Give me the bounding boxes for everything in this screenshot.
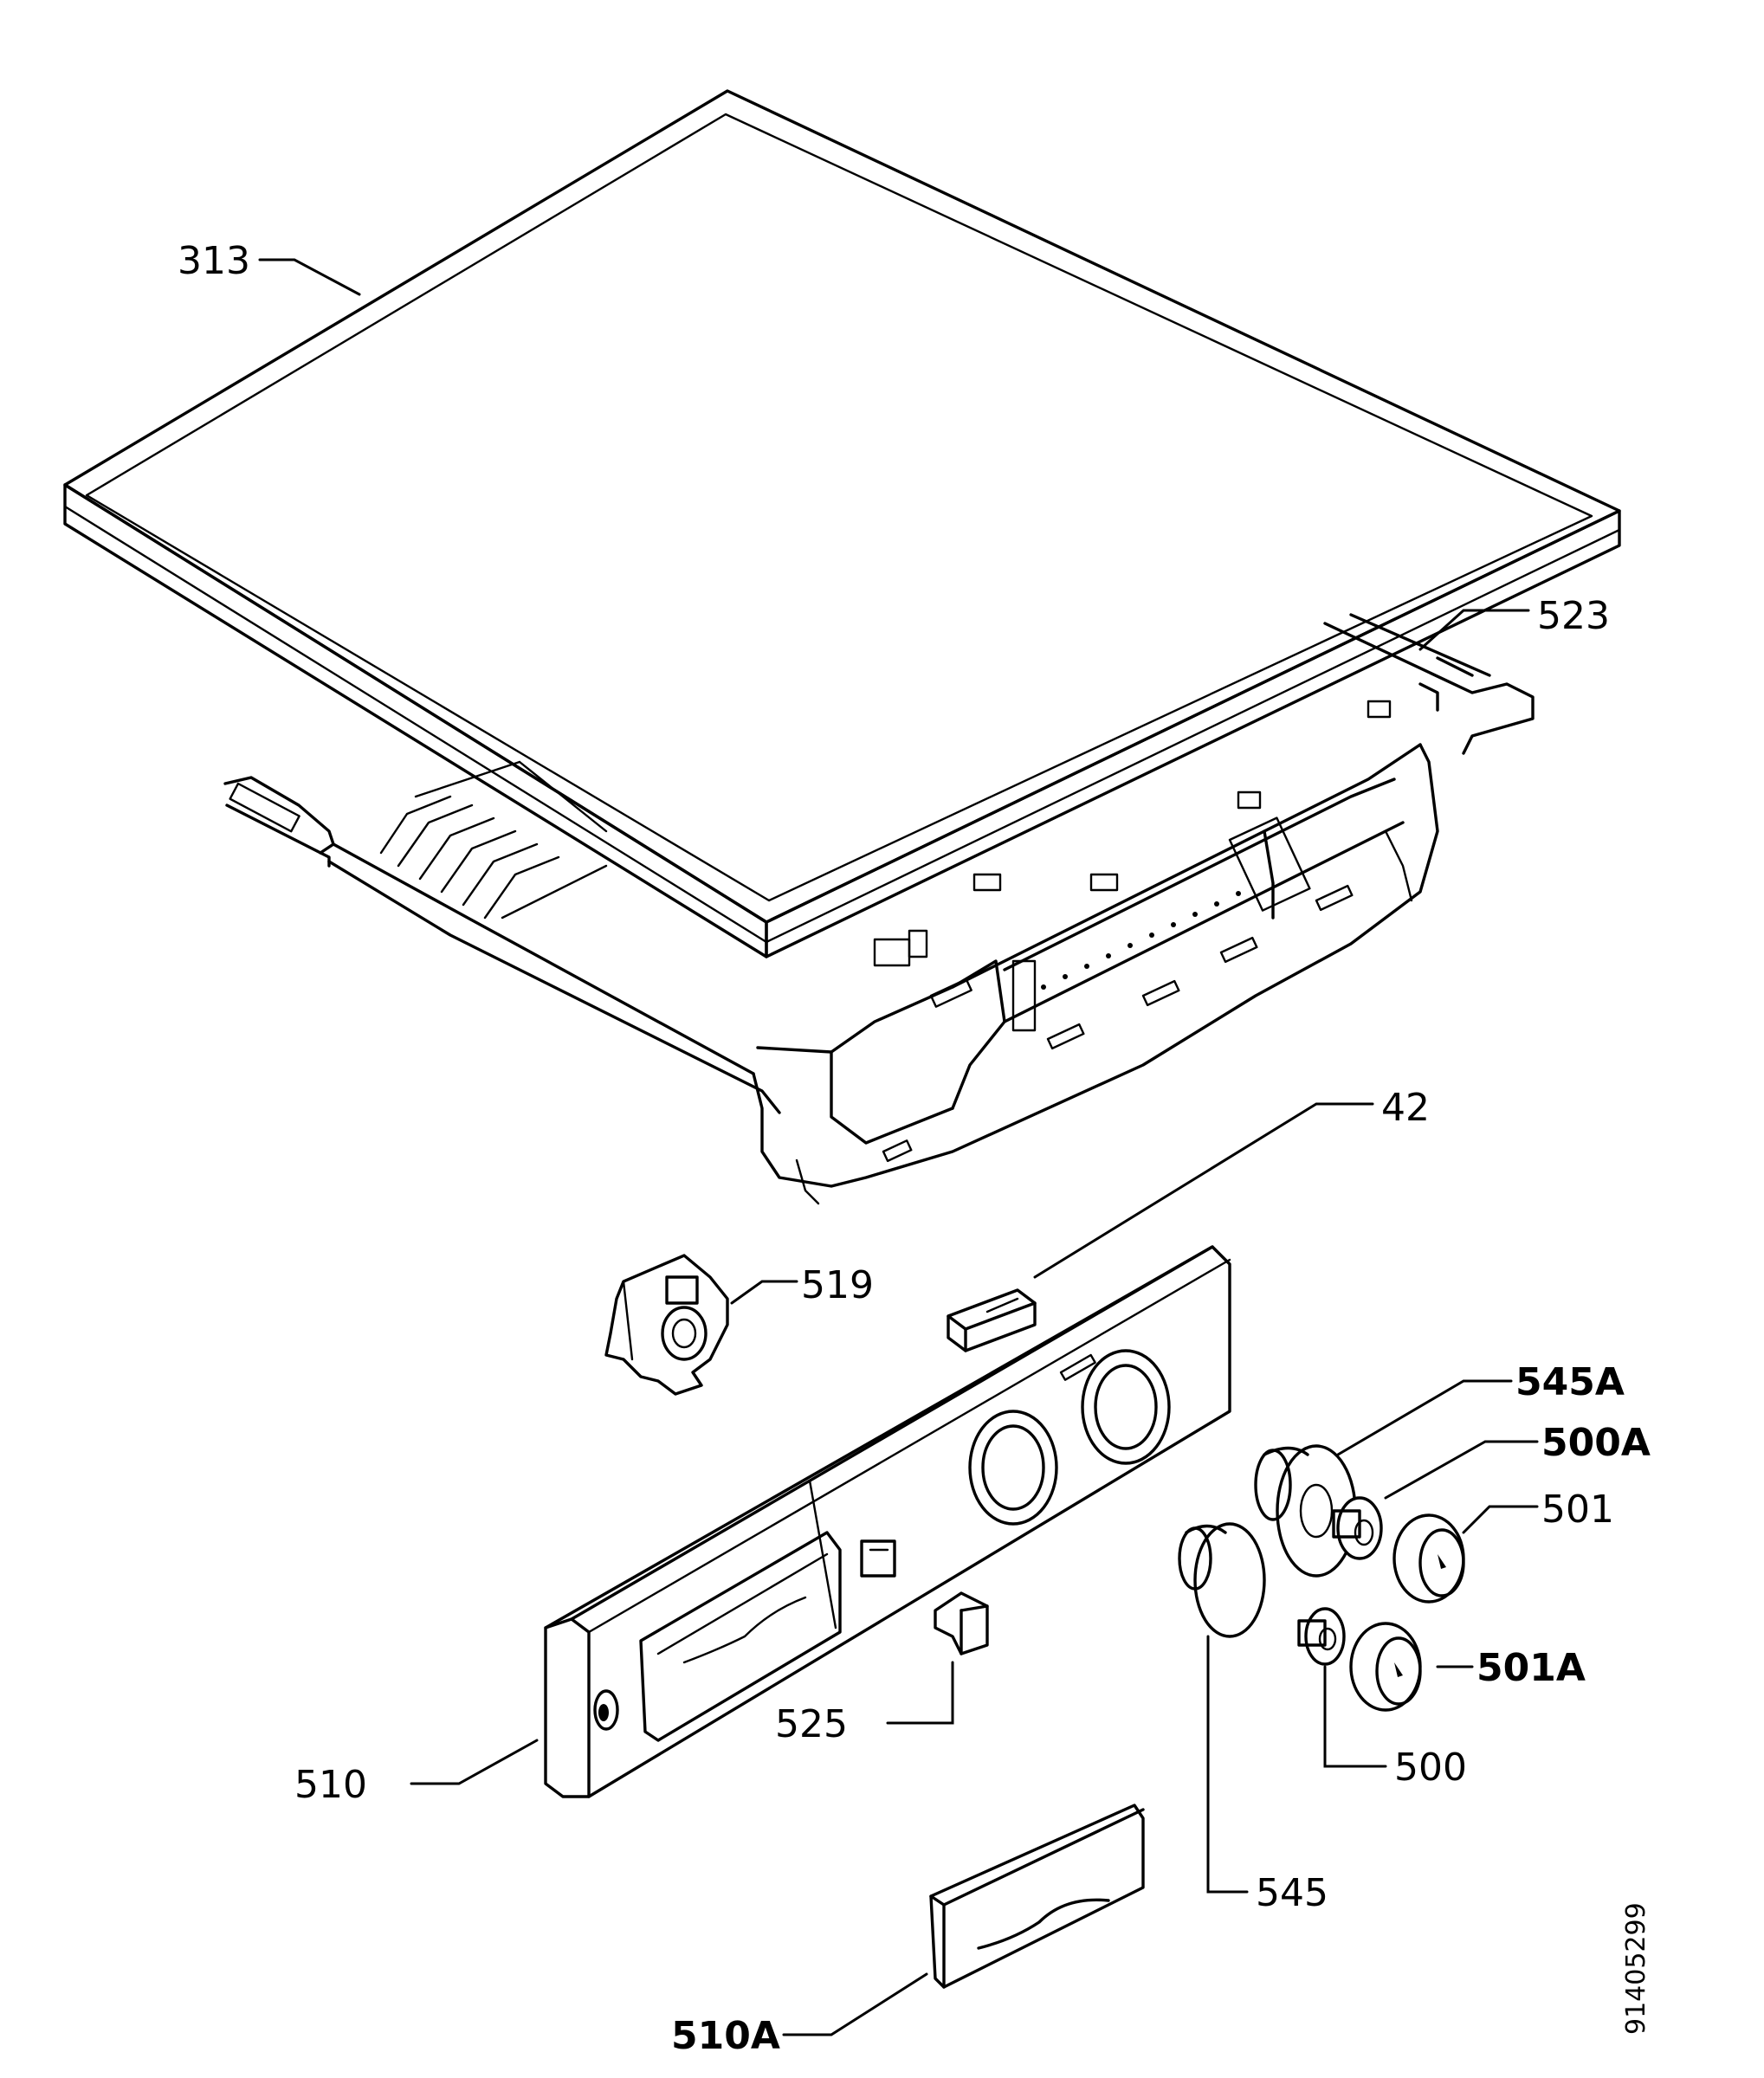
label-519: 519 bbox=[801, 1263, 874, 1307]
flange-545 bbox=[1178, 1522, 1266, 1638]
label-501: 501 bbox=[1541, 1488, 1614, 1532]
label-500A: 500A bbox=[1541, 1421, 1651, 1465]
control-panel-frame-523 bbox=[223, 613, 1535, 1205]
document-number: 91405299 bbox=[1621, 1902, 1651, 2035]
label-525: 525 bbox=[775, 1702, 848, 1746]
label-510: 510 bbox=[294, 1763, 367, 1807]
shaft-500 bbox=[1297, 1607, 1346, 1666]
label-545A: 545A bbox=[1515, 1360, 1625, 1404]
clip-525 bbox=[934, 1591, 989, 1655]
top-cover-313 bbox=[63, 89, 1621, 958]
leader-lines bbox=[258, 258, 1539, 2036]
front-control-panel-510 bbox=[544, 1245, 1231, 1798]
label-510A: 510A bbox=[671, 2014, 780, 2058]
rivet-dots bbox=[1041, 891, 1241, 990]
label-313: 313 bbox=[178, 239, 250, 283]
vent-slots bbox=[379, 760, 608, 920]
label-545: 545 bbox=[1256, 1871, 1328, 1915]
label-501A: 501A bbox=[1476, 1646, 1586, 1690]
dispenser-flap-510A bbox=[929, 1804, 1145, 1989]
flange-545A bbox=[1254, 1444, 1357, 1578]
shaft-500A bbox=[1332, 1496, 1383, 1560]
bracket-519 bbox=[604, 1254, 729, 1396]
switch-42 bbox=[947, 1288, 1037, 1352]
knob-501 bbox=[1392, 1513, 1465, 1604]
label-500: 500 bbox=[1394, 1746, 1467, 1790]
knob-501A bbox=[1349, 1622, 1422, 1712]
label-42: 42 bbox=[1381, 1086, 1430, 1130]
label-523: 523 bbox=[1537, 594, 1610, 638]
